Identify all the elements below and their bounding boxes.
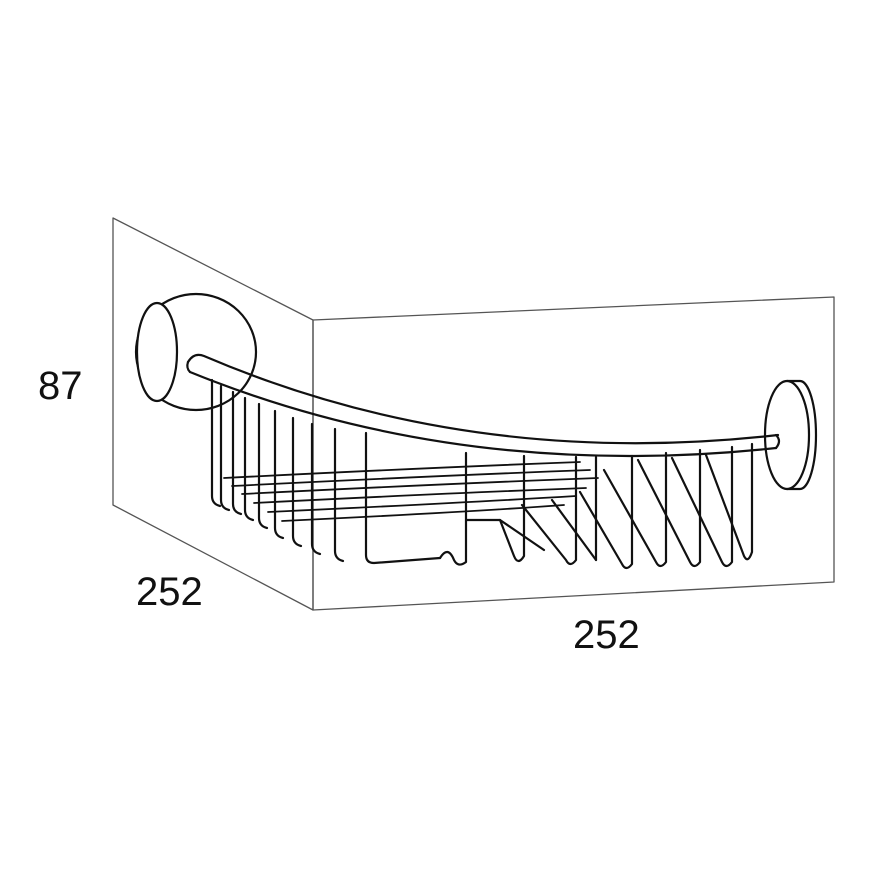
right-wall-mount [763,379,818,491]
basket-left-wires [210,378,442,565]
corner-basket [134,292,818,570]
basket-floor-wires [223,461,599,522]
basket-top-rail [186,353,781,458]
width-dimension-label: 252 [573,613,640,657]
left-wall-mount [134,292,258,412]
depth-dimension-label: 252 [136,570,203,614]
basket-right-wires [438,442,754,570]
height-dimension-label: 87 [38,364,83,408]
